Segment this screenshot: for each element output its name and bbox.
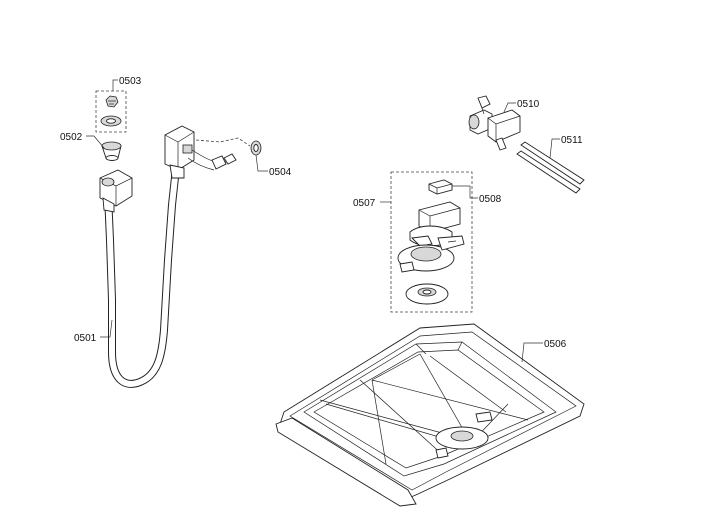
leader-0511 <box>549 138 560 159</box>
leader-0506 <box>521 342 543 363</box>
part-0501-hose-assembly <box>99 125 251 388</box>
part-0510-solenoid-valve <box>468 95 521 151</box>
part-labels: 0501 0502 0503 0504 0506 0507 0508 0510 … <box>60 76 583 350</box>
part-0506-base-tray <box>275 323 585 507</box>
label-0506: 0506 <box>544 339 567 350</box>
hose-connector-lower <box>99 169 133 213</box>
leader-0501 <box>100 319 113 338</box>
part-0502-cap <box>101 141 122 161</box>
label-0504: 0504 <box>269 167 292 178</box>
part-0507-float-switch-assembly <box>390 171 473 313</box>
part-0511-rods <box>516 141 585 194</box>
label-0502: 0502 <box>60 132 83 143</box>
label-0510: 0510 <box>517 99 540 110</box>
part-0503-filter-set <box>95 90 127 133</box>
leader-lines <box>86 79 560 363</box>
leader-0510 <box>503 102 516 113</box>
hose-connector-upper <box>164 125 195 179</box>
part-0504-seal-ring <box>250 140 262 156</box>
leader-0508 <box>452 185 478 199</box>
label-0511: 0511 <box>561 135 583 146</box>
leader-0503 <box>112 79 118 91</box>
label-0507: 0507 <box>353 198 376 209</box>
label-0503: 0503 <box>119 76 142 87</box>
label-0501: 0501 <box>74 333 97 344</box>
leader-0504 <box>255 154 268 172</box>
leader-0502 <box>86 135 105 149</box>
part-0508-micro-switch <box>428 179 453 195</box>
label-0508: 0508 <box>479 194 502 205</box>
